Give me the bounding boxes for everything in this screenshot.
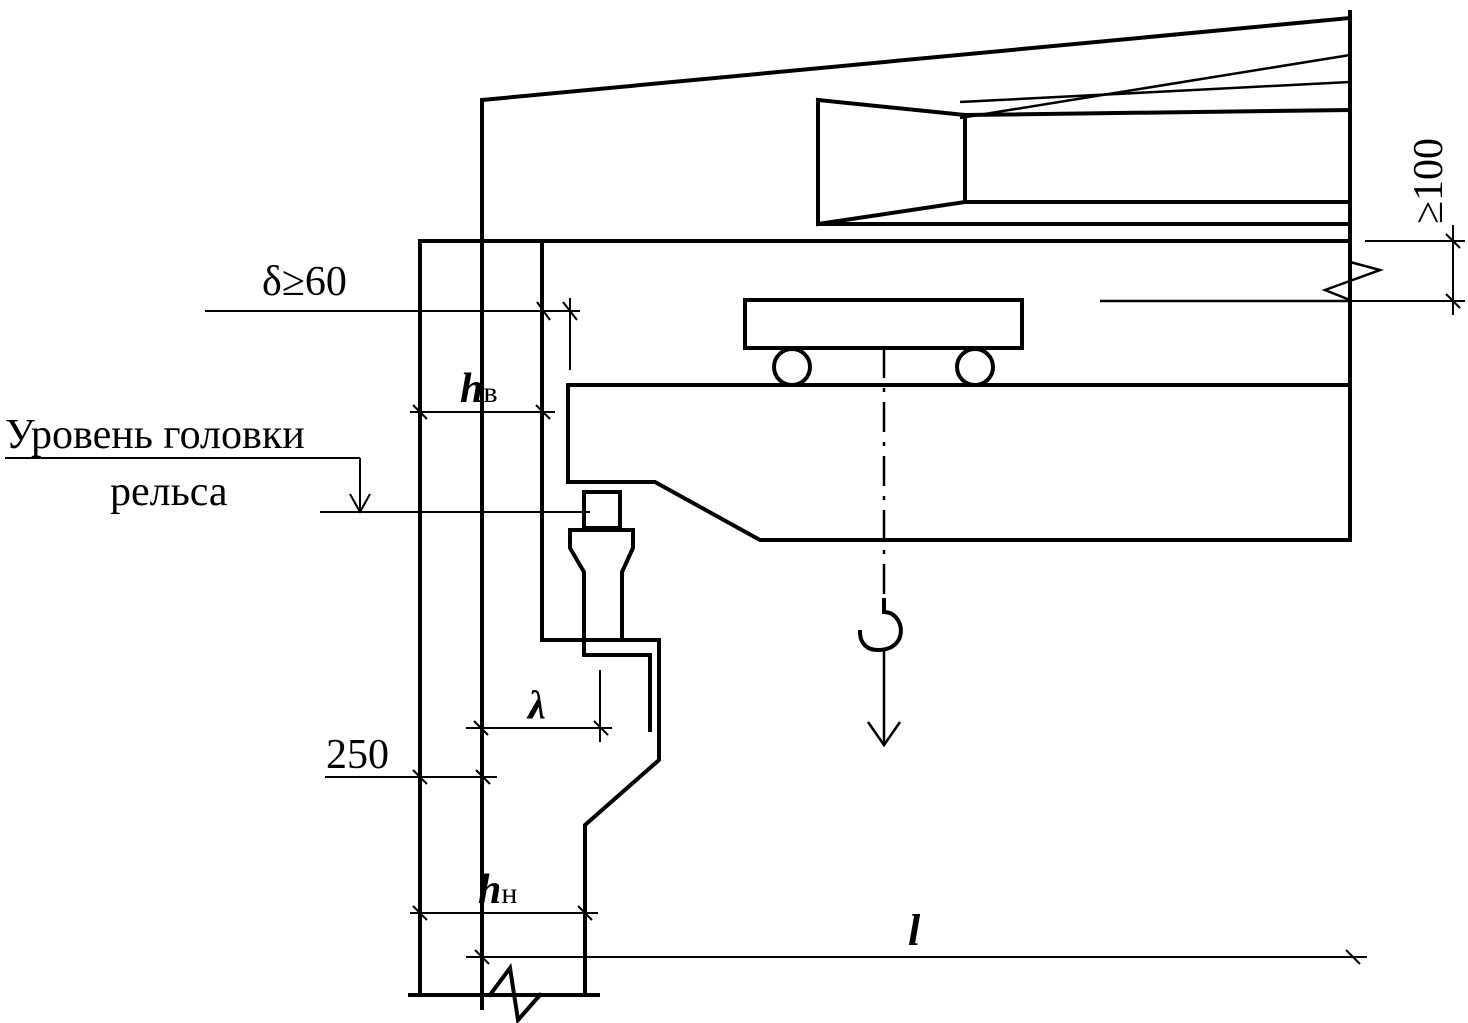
span-dimension (466, 949, 1367, 965)
lambda-label: λ (526, 682, 546, 727)
span-label: l (908, 906, 921, 955)
lambda-dimension (466, 670, 612, 742)
rail-level-label-line1: Уровень головки (5, 412, 305, 458)
crane-bridge (566, 383, 1352, 542)
h-upper-dimension (410, 404, 555, 420)
delta-label: δ≥60 (262, 259, 347, 305)
column (408, 239, 1385, 1023)
h-upper-label: hв (460, 366, 498, 412)
crane-hook (857, 348, 903, 748)
dim-250-label: 250 (326, 732, 389, 778)
h-lower-dimension (410, 905, 598, 921)
rail-level-label-line2: рельса (110, 469, 228, 515)
clearance-label: ≥100 (1406, 138, 1452, 224)
delta-dimension (205, 298, 580, 370)
dim-250 (325, 769, 497, 785)
clearance-dimension (1100, 225, 1465, 315)
roof-truss (480, 10, 1353, 1010)
rail-level-marker (5, 457, 590, 515)
crane-rail (568, 490, 652, 732)
h-lower-label: hн (478, 867, 517, 913)
